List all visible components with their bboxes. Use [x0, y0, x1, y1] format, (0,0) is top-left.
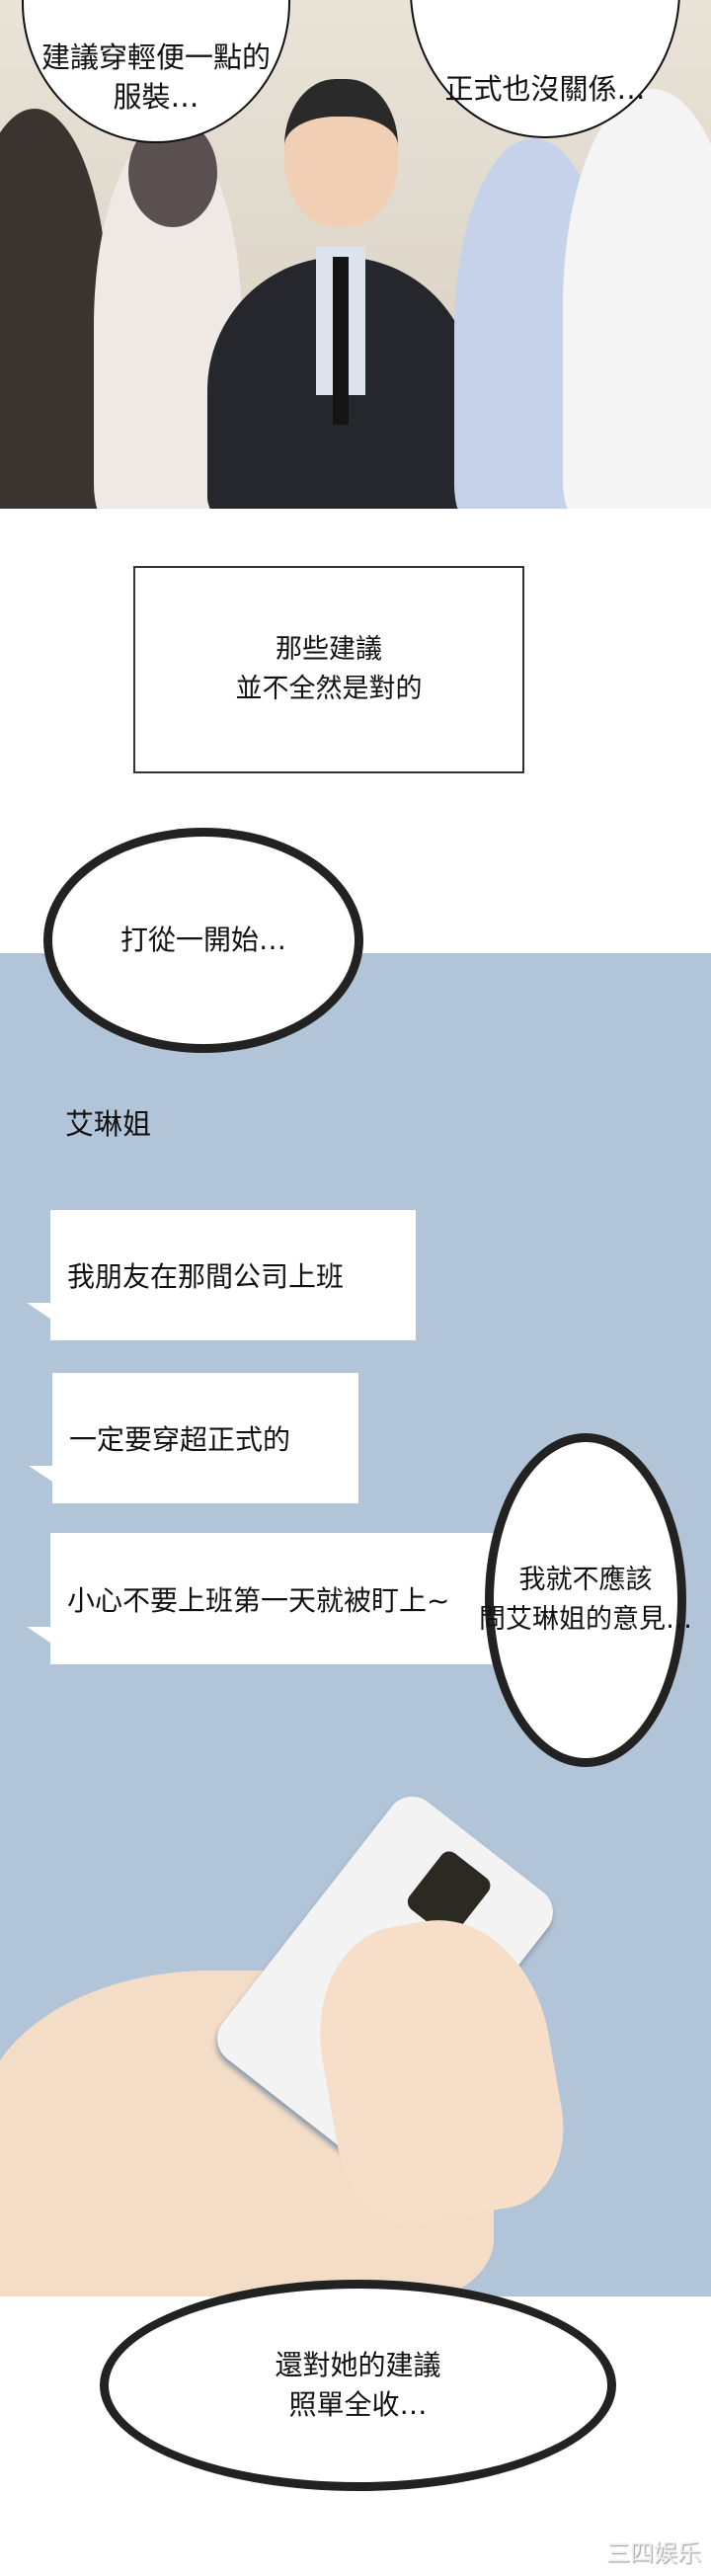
message-text: 一定要穿超正式的	[69, 1423, 291, 1456]
caption-box: 那些建議 並不全然是對的	[133, 566, 524, 773]
chat-message: 我朋友在那間公司上班	[27, 1210, 416, 1340]
watermark: 三四娱乐	[606, 2539, 701, 2567]
caption-line: 那些建議	[276, 634, 382, 665]
chat-message: 一定要穿超正式的	[29, 1373, 358, 1503]
bubble-text: 建議穿輕便一點的	[40, 40, 271, 74]
thought-text: 還對她的建議	[275, 2349, 441, 2381]
thought-text: 我就不應該	[518, 1565, 653, 1595]
message-text: 我朋友在那間公司上班	[67, 1260, 345, 1293]
thought-bubble-1: 打從一開始…	[57, 842, 350, 1039]
message-text: 小心不要上班第一天就被盯上~	[67, 1583, 450, 1617]
office-crowd-panel: 建議穿輕便一點的 服裝… 正式也沒關係…	[0, 0, 711, 509]
thought-bubble-2: 我就不應該 問艾琳姐的意見…	[479, 1447, 692, 1753]
man-right	[563, 89, 711, 509]
thought-text: 打從一開始…	[119, 924, 286, 956]
caption-line: 並不全然是對的	[235, 674, 423, 704]
man-face	[284, 79, 398, 227]
chat-message: 小心不要上班第一天就被盯上~	[27, 1533, 528, 1664]
thought-text: 照單全收…	[288, 2388, 428, 2421]
speech-bubble-left: 建議穿輕便一點的 服裝…	[22, 0, 290, 143]
thought-bubble-3: 還對她的建議 照單全收…	[114, 2294, 602, 2477]
tie	[333, 257, 349, 425]
contact-name: 艾琳姐	[65, 1107, 152, 1141]
thought-text: 問艾琳姐的意見…	[479, 1604, 692, 1635]
bubble-text: 服裝…	[113, 79, 199, 114]
person-left	[0, 109, 109, 509]
bubble-text: 正式也沒關係…	[444, 72, 646, 106]
